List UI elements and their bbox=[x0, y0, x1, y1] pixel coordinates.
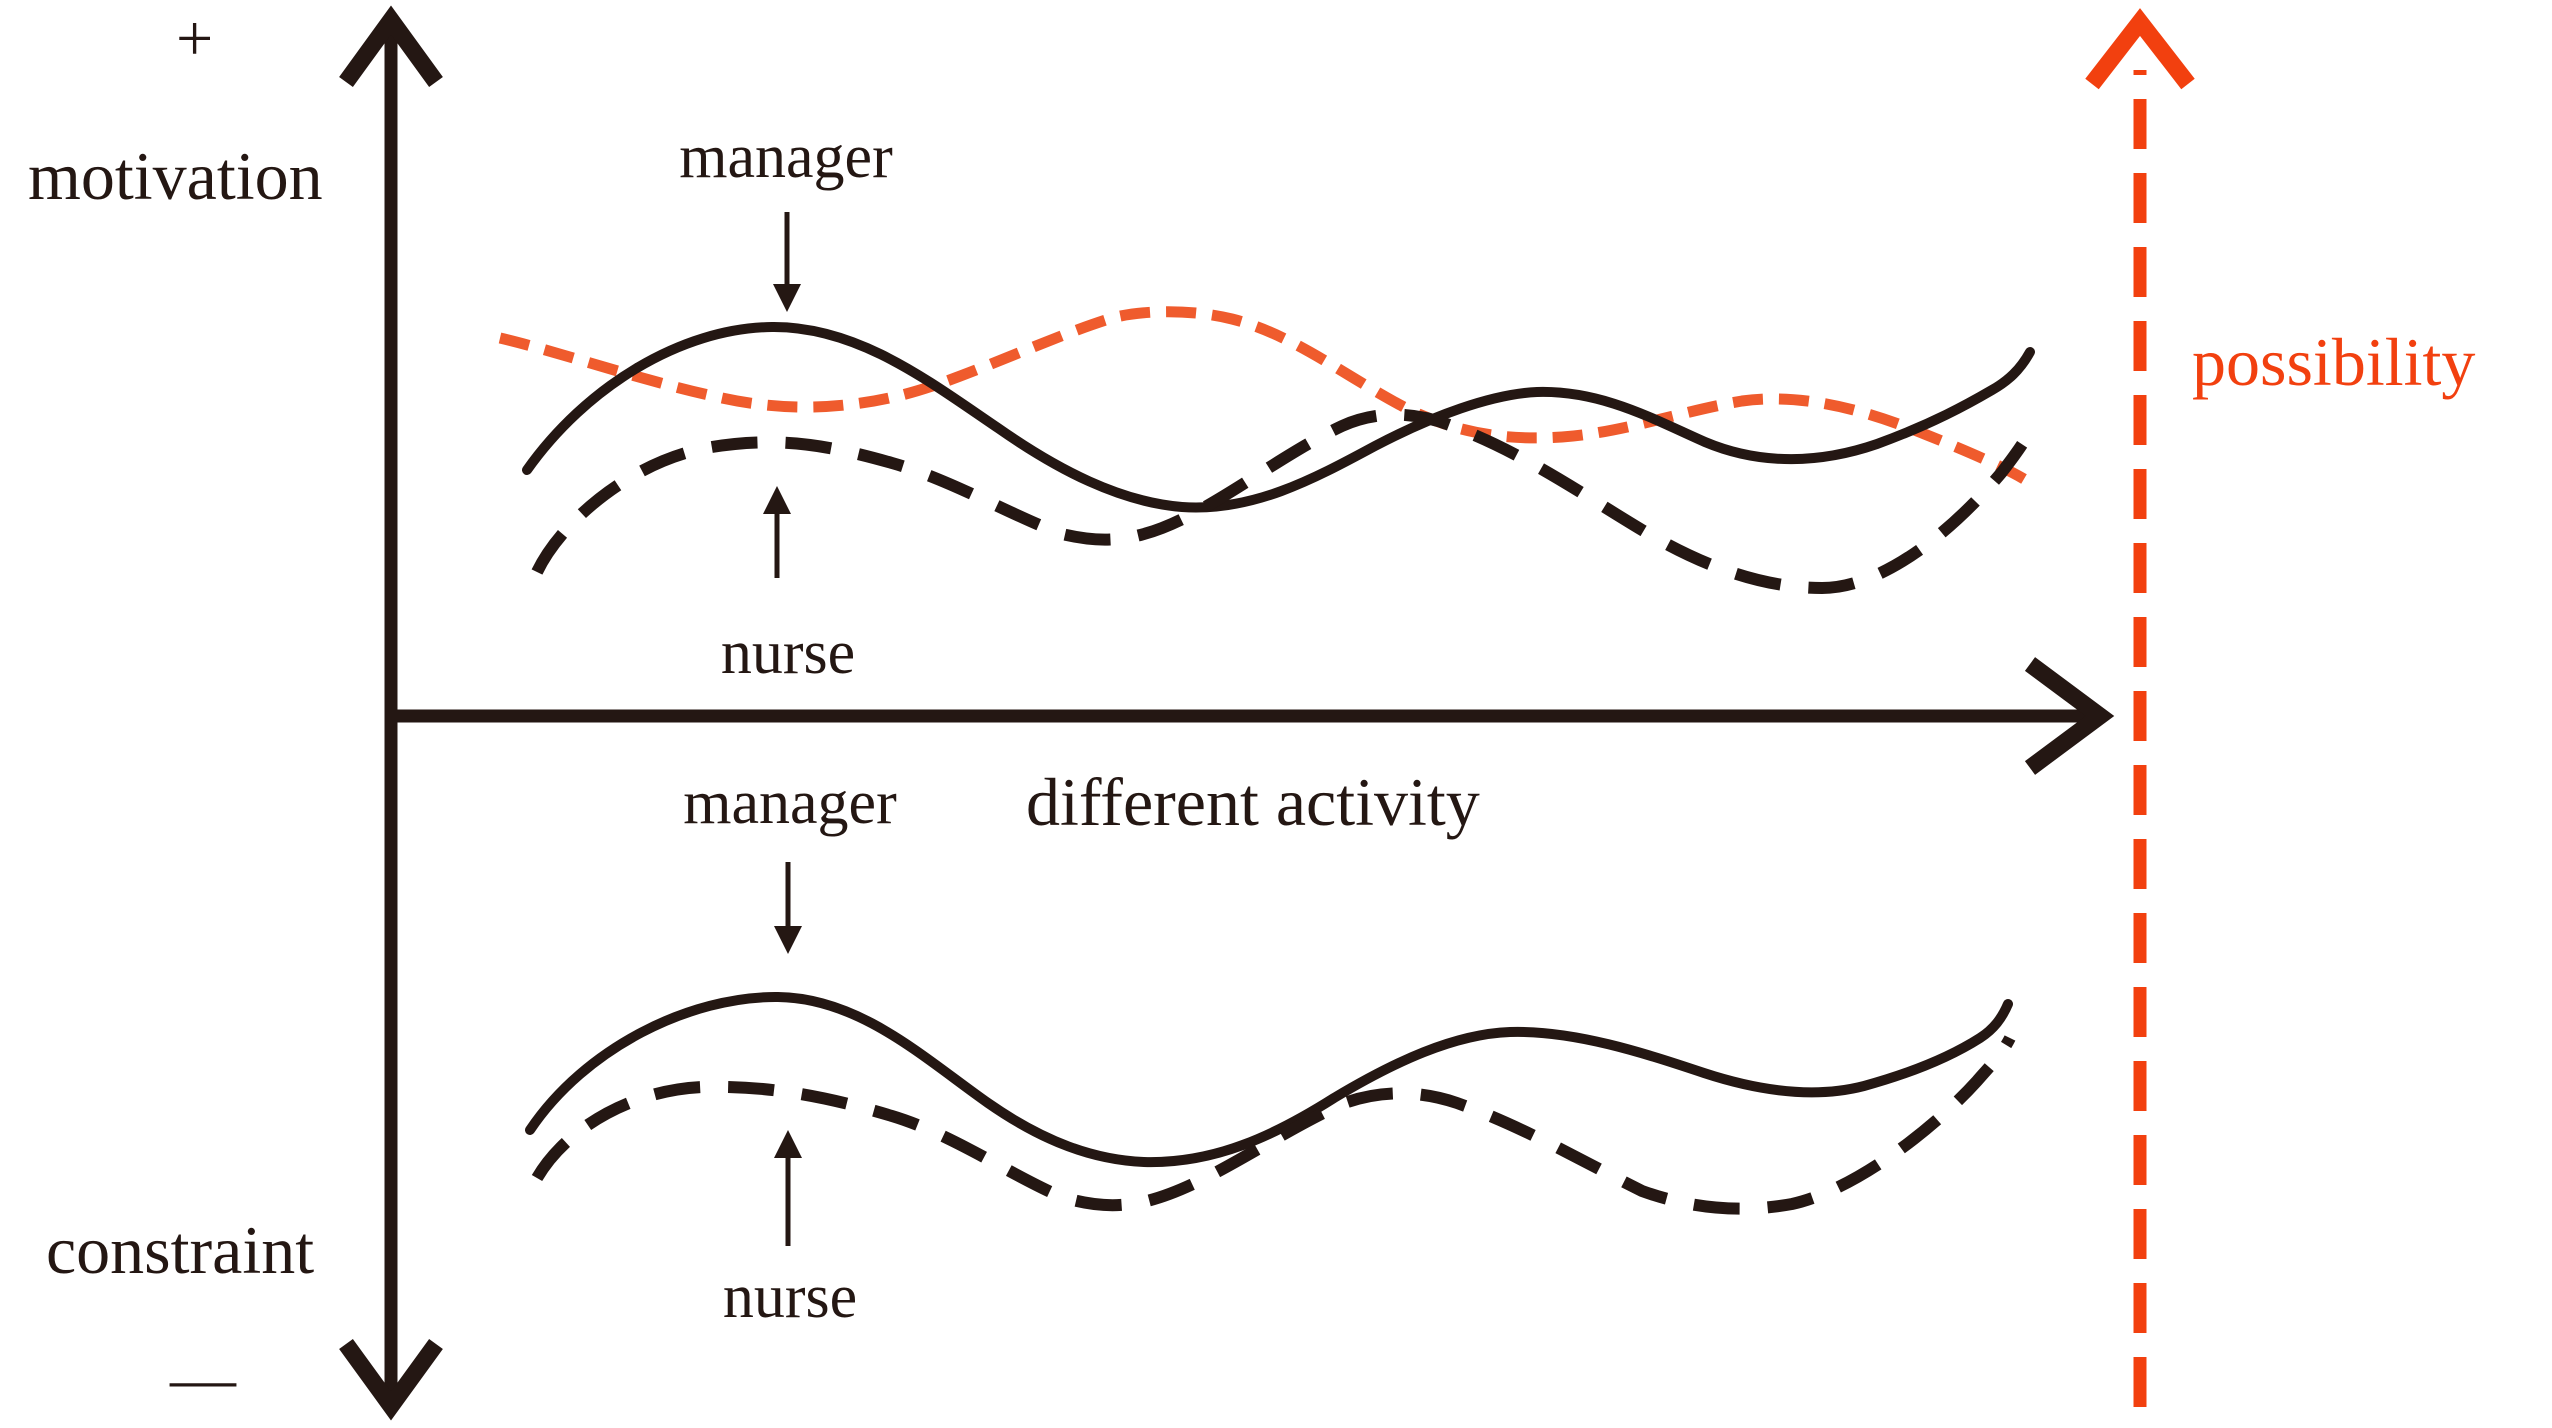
nurse-constraint-curve bbox=[531, 1035, 2016, 1215]
arrow-up-icon bbox=[339, 5, 443, 87]
nurse-lower-label: nurse bbox=[722, 1263, 858, 1331]
manager-upper-pointer-arrow-icon bbox=[773, 284, 801, 312]
manager-motivation-curve bbox=[522, 321, 2035, 513]
plus-sign-label: + bbox=[176, 2, 214, 75]
arrow-down-icon bbox=[339, 1339, 443, 1421]
nurse-upper-label: nurse bbox=[720, 619, 856, 687]
nurse-lower-pointer-arrow-icon bbox=[774, 1130, 802, 1158]
manager-lower-pointer-arrow-icon bbox=[774, 926, 802, 954]
minus-sign-label: — bbox=[170, 1342, 236, 1415]
possibility-axis-label: possibility bbox=[2192, 324, 2476, 400]
manager-upper-label: manager bbox=[679, 123, 893, 191]
x-axis-label: different activity bbox=[1026, 764, 1480, 840]
nurse-upper-pointer-arrow-icon bbox=[763, 486, 791, 514]
possibility-arrow-up-icon bbox=[2085, 8, 2195, 90]
y-axis-positive-label: motivation bbox=[28, 138, 323, 214]
nurse-motivation-curve bbox=[531, 408, 2038, 595]
manager-lower-label: manager bbox=[683, 769, 897, 837]
y-axis-negative-label: constraint bbox=[46, 1212, 315, 1288]
arrow-right-icon bbox=[2024, 657, 2115, 775]
possibility-trend-curve bbox=[498, 306, 2027, 484]
manager-constraint-curve bbox=[525, 991, 2013, 1168]
